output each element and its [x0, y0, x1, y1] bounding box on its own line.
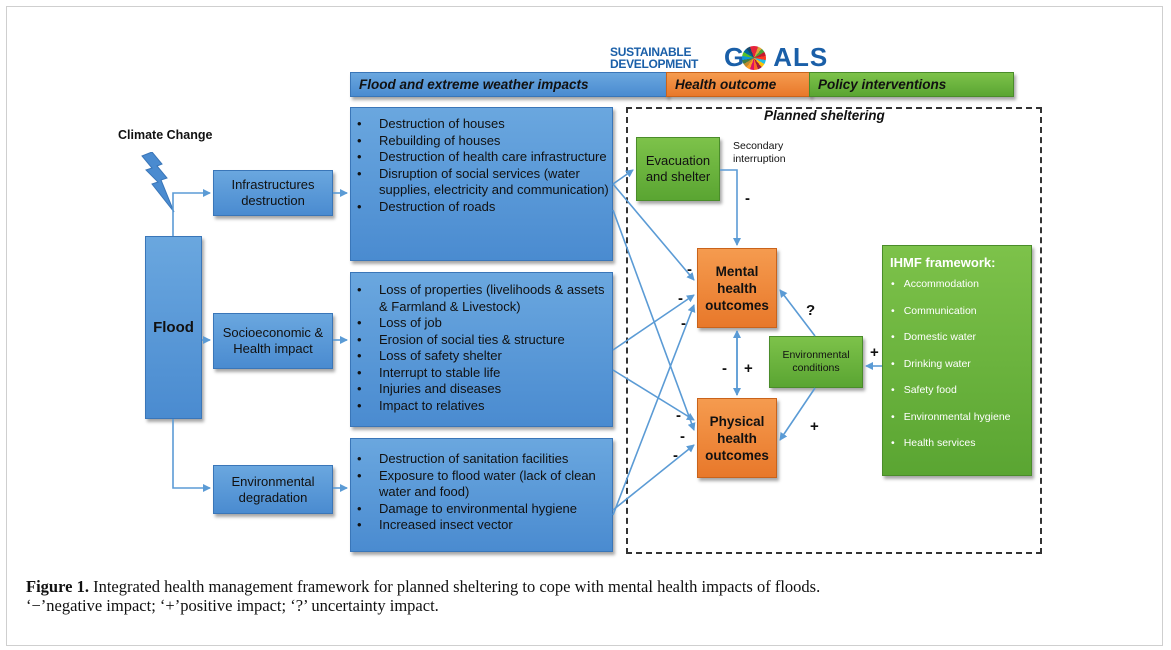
minus-sign: -	[676, 407, 681, 424]
flood-box: Flood	[145, 236, 202, 419]
socioeconomic-impacts-list: Loss of properties (livelihoods & assets…	[350, 272, 613, 427]
ihmf-item: Communication	[891, 305, 1031, 332]
figure-frame	[6, 6, 1163, 646]
ihmf-title: IHMF framework:	[890, 255, 996, 270]
caption-legend: ‘−’negative impact; ‘+’positive impact; …	[26, 596, 439, 615]
list-item: Destruction of sanitation facilities	[357, 451, 612, 468]
minus-sign: -	[680, 428, 685, 445]
minus-sign: -	[687, 261, 692, 278]
caption-label: Figure 1.	[26, 577, 89, 596]
ihmf-item: Environmental hygiene	[891, 411, 1031, 438]
environmental-conditions-box: Environmental conditions	[769, 336, 863, 388]
ihmf-item: Drinking water	[891, 358, 1031, 385]
ihmf-framework-box: IHMF framework: Accommodation Communicat…	[882, 245, 1032, 476]
ihmf-item: Health services	[891, 437, 1031, 464]
band-flood-impacts: Flood and extreme weather impacts	[350, 72, 668, 97]
climate-change-label: Climate Change	[118, 128, 213, 142]
list-item: Impact to relatives	[357, 398, 612, 415]
socioeconomic-health-impact-box: Socioeconomic & Health impact	[213, 313, 333, 369]
ihmf-item: Domestic water	[891, 331, 1031, 358]
arrow-flood-to-environmental	[172, 419, 211, 492]
question-sign: ?	[806, 302, 816, 319]
physical-health-outcomes-box: Physical health outcomes	[697, 398, 777, 478]
arrow-socio-to-mental	[612, 294, 695, 351]
planned-sheltering-label: Planned sheltering	[764, 108, 885, 123]
arrow-infra-to-mental	[612, 183, 695, 281]
planned-sheltering-frame	[626, 107, 1042, 554]
mental-health-outcomes-box: Mental health outcomes	[697, 248, 777, 328]
figure-caption: Figure 1. Integrated health management f…	[26, 577, 1146, 615]
arrow-socio-to-physical	[612, 369, 695, 421]
list-item: Damage to environmental hygiene	[357, 501, 612, 518]
arrow-infra-to-physical	[612, 209, 696, 431]
ihmf-item: Safety food	[891, 384, 1031, 411]
list-item: Interrupt to stable life	[357, 365, 612, 382]
environmental-degradation-box: Environmental degradation	[213, 465, 333, 514]
list-item: Loss of safety shelter	[357, 348, 612, 365]
list-item: Destruction of houses	[357, 116, 612, 133]
minus-sign: -	[673, 447, 678, 464]
list-item: Disruption of social services (water sup…	[357, 166, 612, 199]
ihmf-item: Accommodation	[891, 278, 1031, 305]
list-item: Loss of job	[357, 315, 612, 332]
minus-sign: -	[681, 315, 686, 332]
evacuation-shelter-box: Evacuation and shelter	[636, 137, 720, 201]
sdg-logo-line2: DEVELOPMENT	[610, 57, 699, 71]
infrastructure-destruction-box: Infrastructures destruction	[213, 170, 333, 216]
minus-sign: -	[678, 290, 683, 307]
arrow-flood-to-infrastructure	[172, 189, 211, 236]
band-health-outcome: Health outcome	[666, 72, 811, 97]
lightning-icon	[141, 152, 175, 213]
list-item: Rebuilding of houses	[357, 133, 612, 150]
sdg-wheel-icon	[742, 46, 766, 70]
arrow-env-to-physical	[612, 444, 695, 511]
environmental-impacts-list: Destruction of sanitation facilities Exp…	[350, 438, 613, 552]
arrow-envcond-to-physical	[779, 387, 816, 441]
arrow-env-to-mental	[612, 304, 696, 516]
caption-text: Integrated health management framework f…	[88, 577, 821, 596]
band-policy-interventions: Policy interventions	[809, 72, 1014, 97]
list-item: Loss of properties (livelihoods & assets…	[357, 282, 612, 315]
infrastructure-impacts-list: Destruction of houses Rebuilding of hous…	[350, 107, 613, 261]
list-item: Exposure to flood water (lack of clean w…	[357, 468, 612, 501]
plus-sign: +	[744, 360, 753, 377]
plus-sign: +	[810, 418, 819, 435]
minus-sign: -	[722, 360, 727, 377]
list-item: Destruction of health care infrastructur…	[357, 149, 612, 166]
arrow-evacuation-to-mental	[720, 169, 741, 246]
list-item: Increased insect vector	[357, 517, 612, 534]
arrow-envcond-to-mental	[779, 289, 816, 337]
plus-sign: +	[870, 344, 879, 361]
list-item: Destruction of roads	[357, 199, 612, 216]
secondary-interruption-label: Secondary interruption	[733, 140, 786, 165]
minus-sign: -	[745, 190, 750, 207]
arrow-list-to-evacuation	[612, 169, 634, 185]
list-item: Erosion of social ties & structure	[357, 332, 612, 349]
sdg-logo-line1: SUSTAINABLE	[610, 45, 692, 59]
list-item: Injuries and diseases	[357, 381, 612, 398]
